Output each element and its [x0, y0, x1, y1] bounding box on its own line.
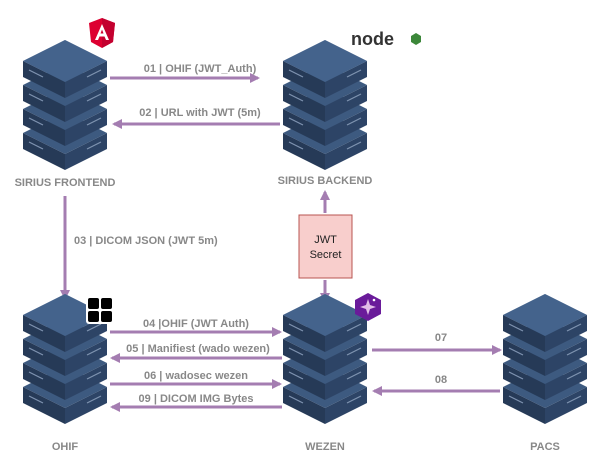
- ohif-label: OHIF: [52, 441, 79, 453]
- jwt-secret-line2: Secret: [310, 249, 342, 261]
- edge-09-label: 09 | DICOM IMG Bytes: [139, 393, 254, 405]
- edge-04-label: 04 |OHIF (JWT Auth): [143, 318, 249, 330]
- sirius-backend-label: SIRIUS BACKEND: [278, 175, 373, 187]
- wezen-label: WEZEN: [305, 441, 345, 453]
- server-stack-icon: [503, 294, 587, 424]
- edge-07-label: 07: [435, 332, 447, 344]
- pacs-label: PACS: [530, 441, 560, 453]
- jwt-secret-line1: JWT: [314, 234, 337, 246]
- sirius-frontend-label: SIRIUS FRONTEND: [15, 177, 116, 189]
- nodejs-logo-text: node: [351, 29, 394, 49]
- server-stack-icon: [283, 40, 367, 170]
- node-ohif: OHIF: [23, 294, 114, 453]
- ohif-grid-icon: [86, 296, 114, 324]
- edges: 01 | OHIF (JWT_Auth) 02 | URL with JWT (…: [60, 63, 502, 412]
- node-sirius-frontend: SIRIUS FRONTEND: [15, 18, 116, 189]
- node-wezen: WEZEN: [283, 293, 381, 453]
- edge-05-label: 05 | Manifiest (wado wezen): [126, 343, 270, 355]
- edge-02-label: 02 | URL with JWT (5m): [139, 107, 261, 119]
- node-pacs: PACS: [503, 294, 587, 453]
- server-stack-icon: [283, 294, 367, 424]
- wezen-sparkle-icon: [355, 293, 381, 321]
- nodejs-icon: node: [351, 29, 421, 49]
- edge-06-label: 06 | wadosec wezen: [144, 370, 248, 382]
- server-stack-icon: [23, 40, 107, 170]
- edge-03-label: 03 | DICOM JSON (JWT 5m): [74, 235, 218, 247]
- edge-08-label: 08: [435, 374, 447, 386]
- jwt-secret-box: JWT Secret: [298, 214, 353, 279]
- angular-icon: [89, 18, 115, 48]
- node-sirius-backend: node SIRIUS BACKEND: [278, 29, 421, 187]
- edge-01-label: 01 | OHIF (JWT_Auth): [144, 63, 257, 75]
